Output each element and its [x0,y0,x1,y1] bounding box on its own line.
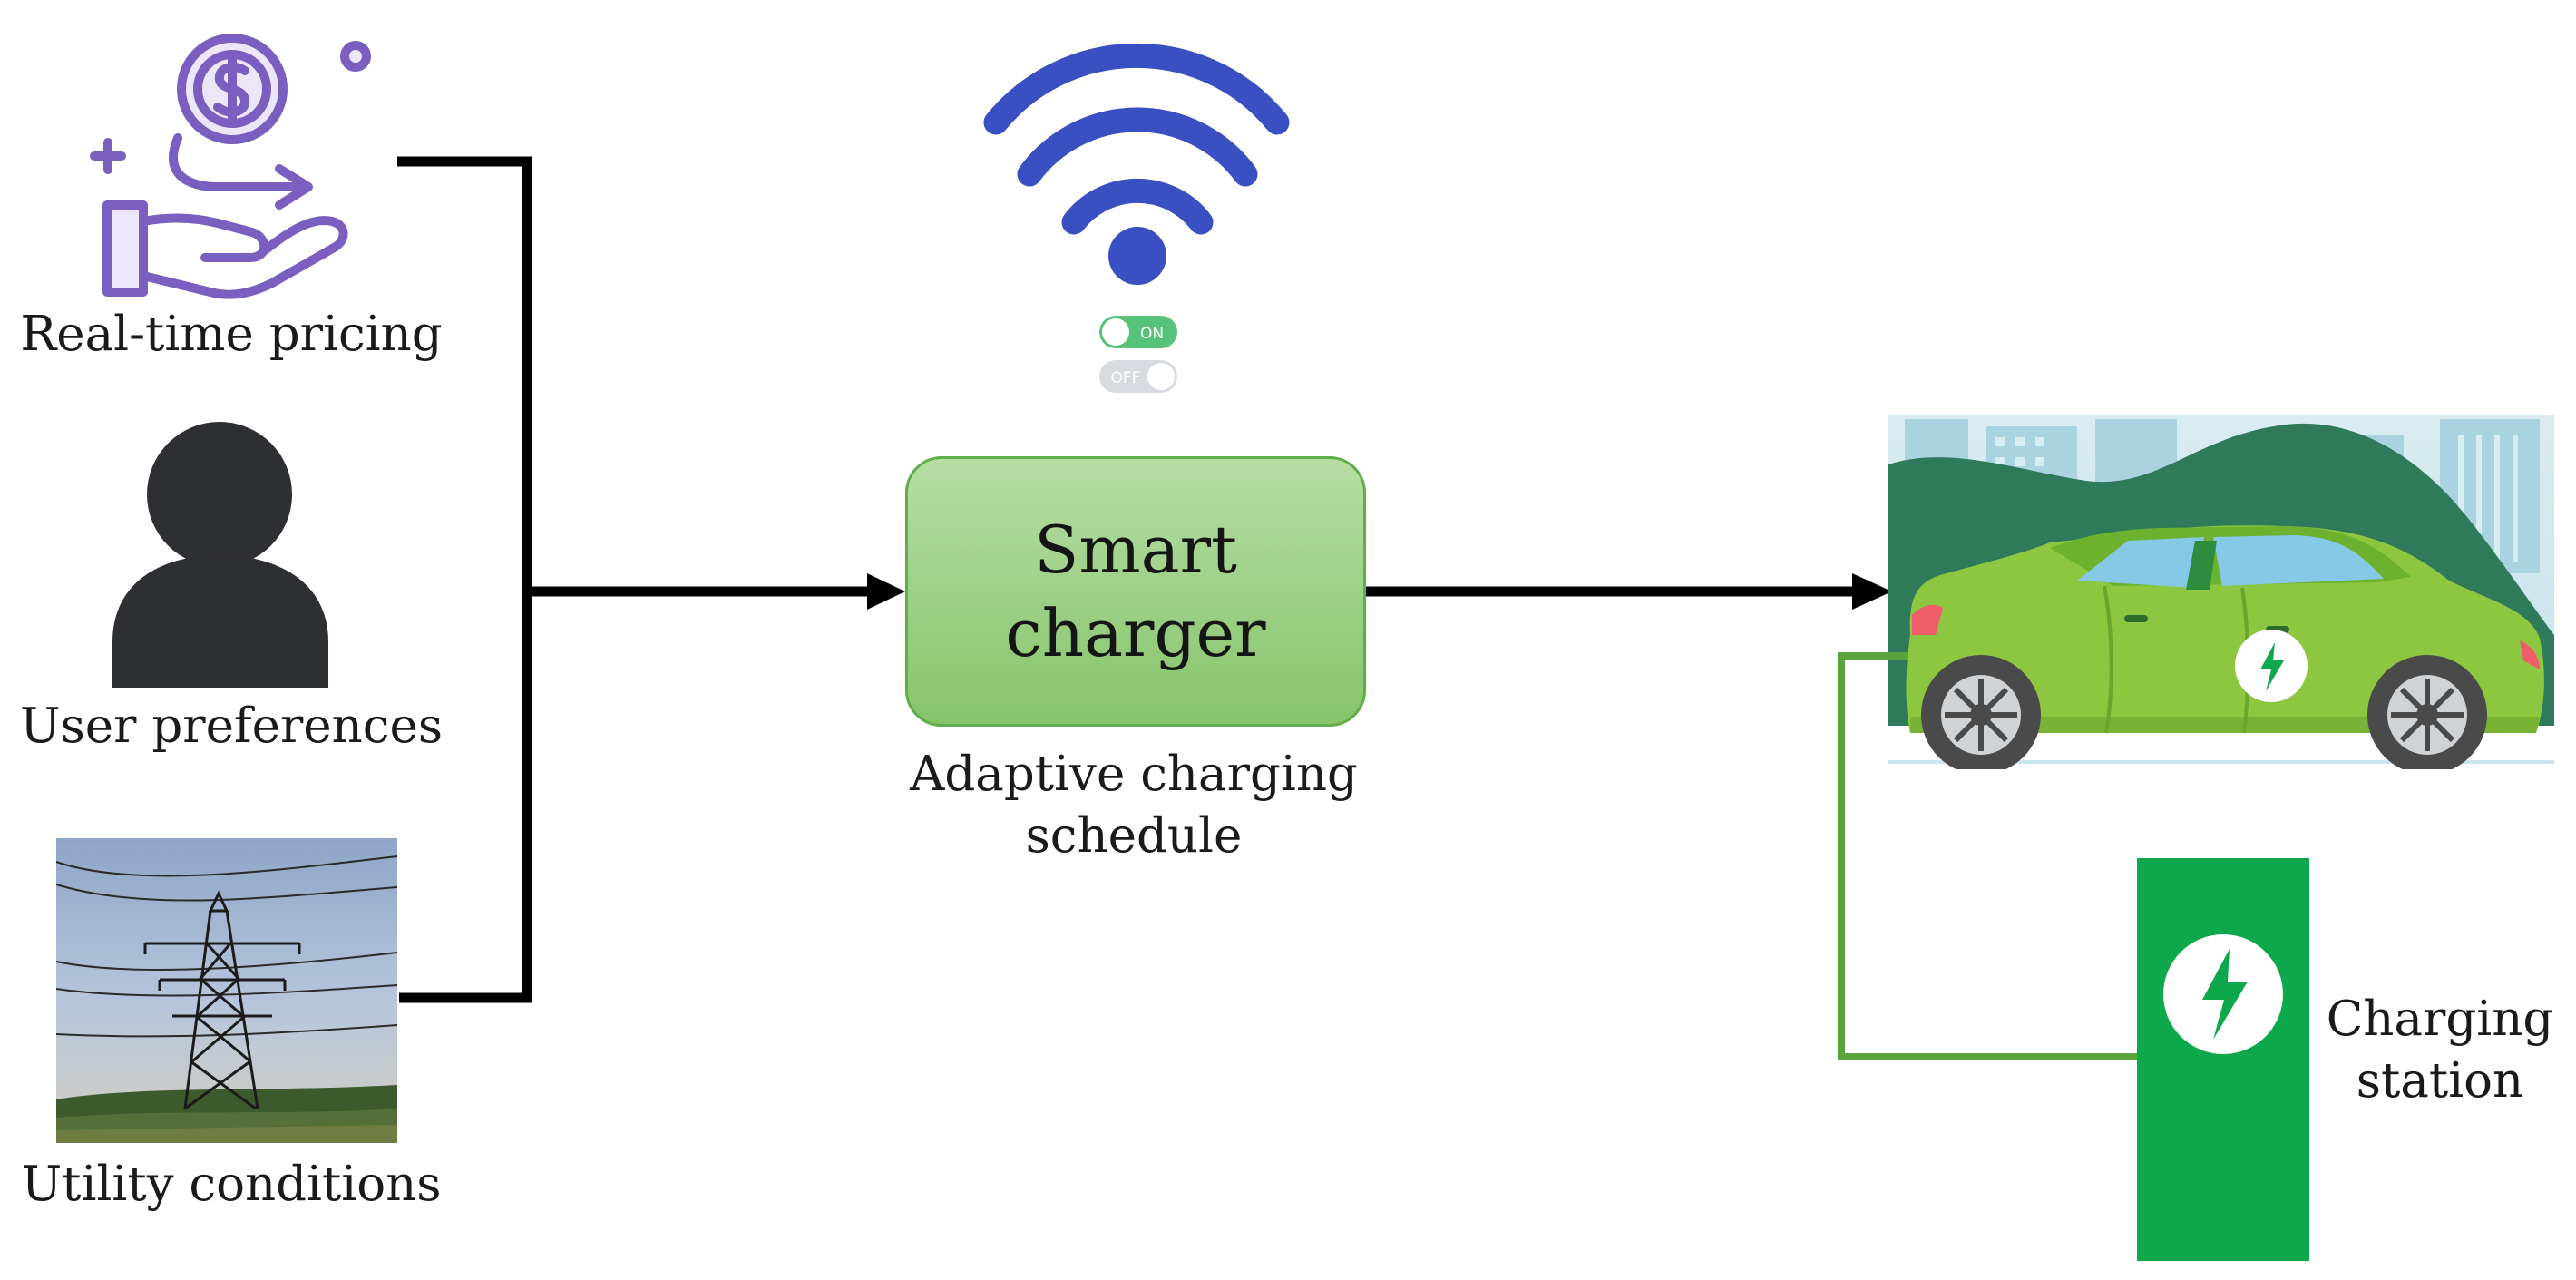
smart-charger-box: Smart charger [905,456,1366,727]
toggle-on-label: ON [1140,325,1164,343]
charging-cable [1838,652,2137,1060]
input-connector [397,156,1856,1003]
charging-station [2137,858,2309,1261]
lightning-icon [2202,949,2248,1040]
arrow-to-car-head [1852,573,1892,610]
user-preferences-label: User preferences [19,699,444,754]
wifi-dot [1108,227,1166,285]
real-time-pricing-label: Real-time pricing [20,307,443,362]
electric-car-illustration [1888,415,2554,769]
person-icon [112,422,328,688]
toggle-off-icon: OFF [1099,360,1177,393]
money-hand-icon [90,34,371,299]
adaptive-schedule-label: Adaptive charging schedule [910,747,1358,864]
smart-charger-title: Smart charger [1005,512,1266,671]
toggle-off-label: OFF [1111,369,1141,387]
wifi-icon [983,43,1290,235]
utility-conditions-label: Utility conditions [21,1157,442,1212]
arrow-to-charger-head [867,573,905,610]
charging-station-label: Charging station [2326,992,2554,1109]
power-pylon-photo [55,838,398,1143]
toggle-on-icon: ON [1099,316,1177,348]
